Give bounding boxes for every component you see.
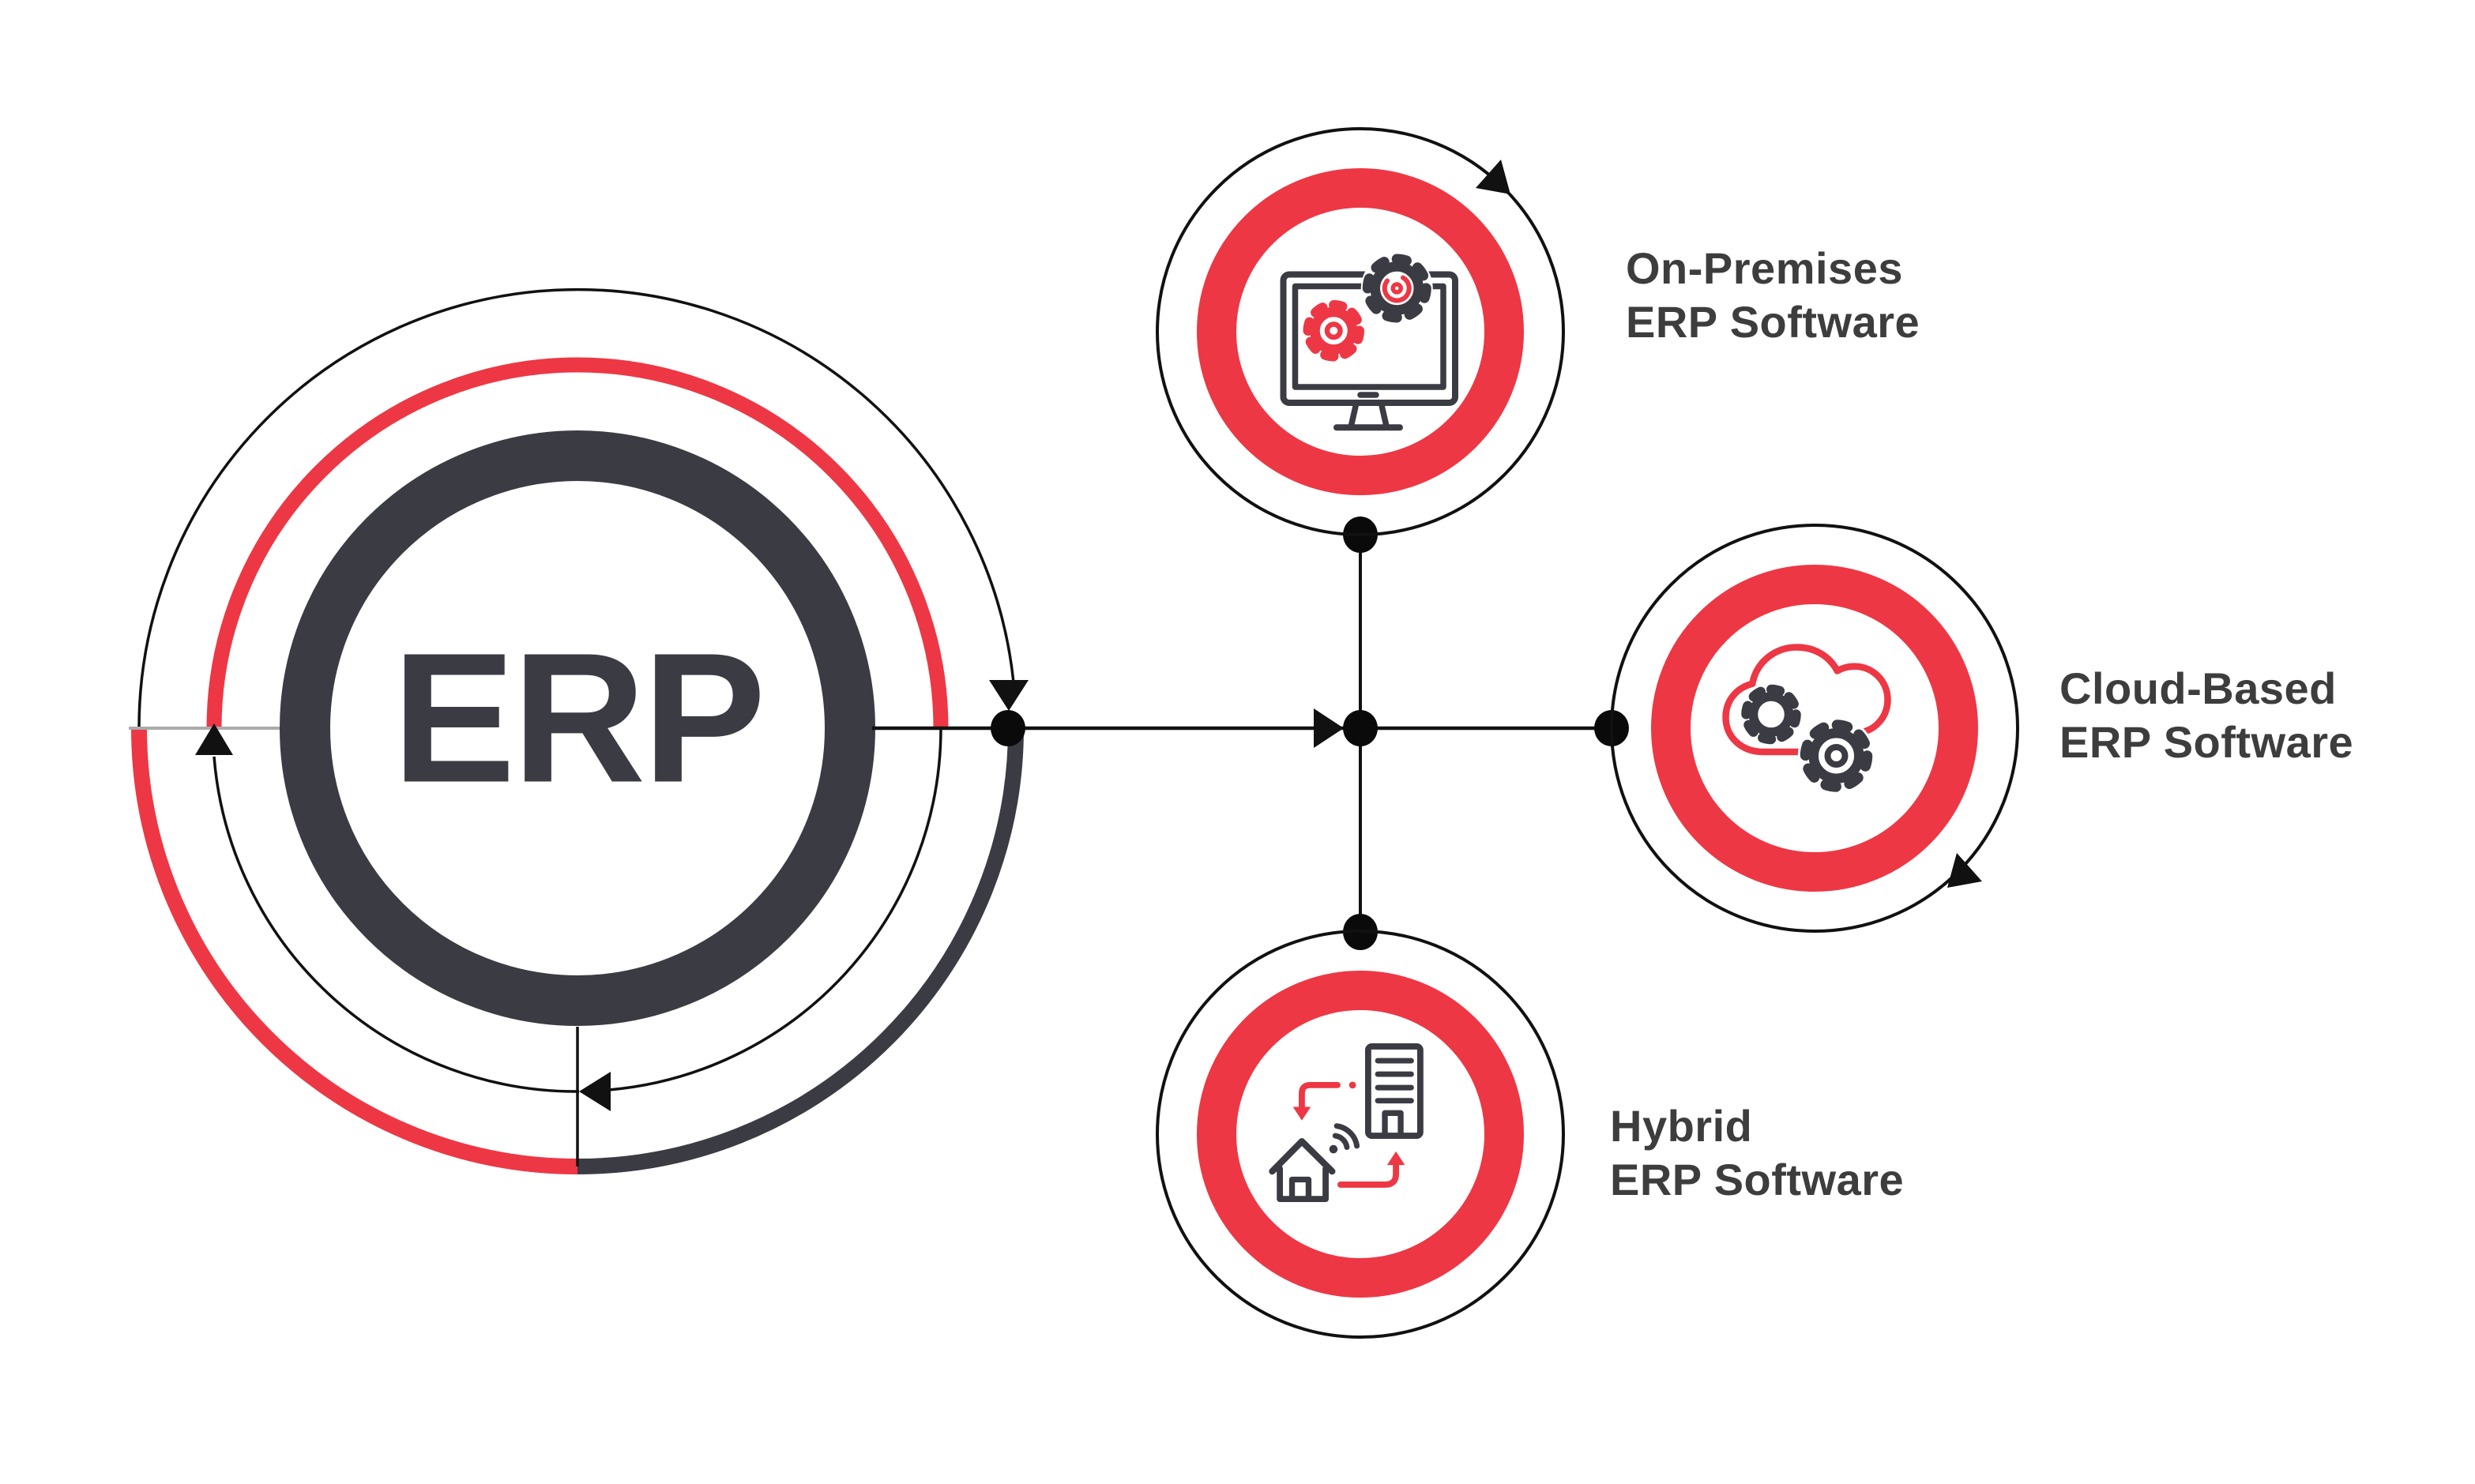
label-cloud-based: Cloud-Based ERP Software — [2059, 662, 2353, 769]
house-building-sync-icon — [1269, 1043, 1424, 1203]
connectors — [872, 517, 1629, 950]
erp-hub-label: ERP — [392, 614, 765, 821]
node-red-ring — [1197, 971, 1524, 1298]
hub-outer-thin-arc — [137, 287, 1015, 729]
arrow-left-icon — [579, 1072, 611, 1111]
hub-outer-red-arc — [131, 727, 578, 1174]
hub-main-ring — [280, 430, 875, 1026]
label-line: ERP Software — [2059, 717, 2354, 767]
arrow-right-icon — [1314, 708, 1344, 748]
node-cloud-based — [1610, 524, 2019, 933]
erp-hub — [129, 287, 1029, 1174]
label-hybrid: Hybrid ERP Software — [1610, 1099, 1904, 1207]
node-red-ring — [1651, 565, 1978, 892]
wifi-icon — [1329, 1144, 1338, 1154]
node-outer-circle — [1610, 524, 2019, 933]
hub-outer-dark-arc — [577, 727, 1024, 1174]
node-on-premises — [1156, 127, 1565, 536]
label-line: ERP Software — [1626, 297, 1920, 347]
label-line: Cloud-Based — [2059, 663, 2337, 713]
label-on-premises: On-Premises ERP Software — [1626, 242, 1920, 349]
hub-inner-thin-arc-right — [608, 727, 942, 1091]
label-line: ERP Software — [1610, 1155, 1905, 1204]
label-line: On-Premises — [1626, 243, 1903, 293]
arrow-clockwise-icon — [1947, 853, 1982, 888]
label-line: Hybrid — [1610, 1101, 1753, 1151]
hub-inner-red-arc — [206, 357, 949, 729]
desktop-gears-icon — [1280, 252, 1458, 431]
cloud-gears-icon — [1722, 644, 1891, 795]
arrow-up-icon — [195, 723, 233, 755]
connector-dot — [991, 710, 1025, 746]
node-outer-circle — [1156, 930, 1565, 1339]
node-red-ring — [1197, 168, 1524, 495]
hub-inner-thin-arc-left — [213, 756, 580, 1093]
node-outer-circle — [1156, 127, 1565, 536]
arrow-down-icon — [989, 680, 1029, 711]
arrow-clockwise-icon — [1476, 160, 1510, 194]
node-hybrid — [1156, 930, 1565, 1339]
junction-dot — [1343, 710, 1378, 746]
